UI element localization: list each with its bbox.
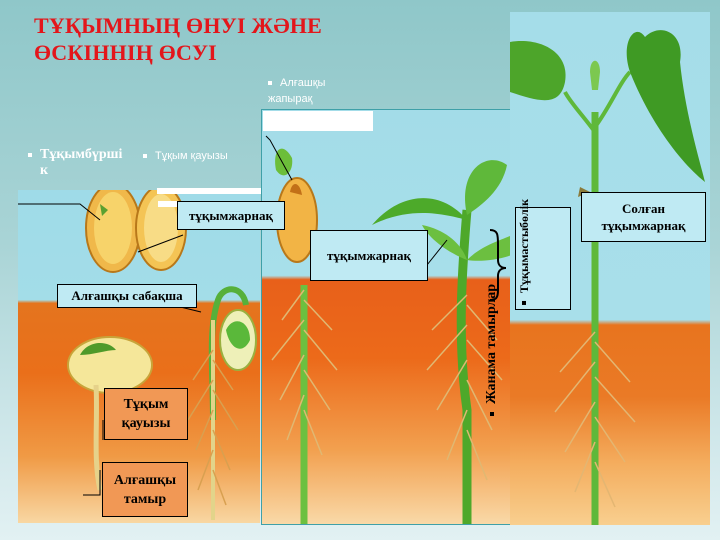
- panel-young-seedlings: [261, 109, 511, 525]
- bullet-dot-icon: [268, 81, 272, 86]
- label-hypocotyl-part: Тұқымаст ы бөлік: [515, 199, 571, 310]
- hypocotyl-part-vertical: Тұқымаст ы бөлік: [516, 195, 532, 309]
- first-leaf-text-line1: Алғашқы: [280, 77, 326, 89]
- bullet-dot-icon: [28, 152, 32, 157]
- primary-root-line1: Алғашқы: [113, 472, 177, 488]
- withered-line2: тұқымжарнақ: [601, 218, 686, 233]
- seed-germination-illustration: [18, 190, 260, 520]
- label-hypocotyl: Алғашқы сабақша: [57, 284, 197, 308]
- bullet-first-leaf: Алғашқы жапырақ: [268, 75, 325, 107]
- hypocotyl-part-line1: Тұқымаст: [517, 237, 531, 293]
- label-primary-root: Алғашқы тамыр: [102, 462, 188, 517]
- panel1-top-bar-right: [157, 188, 261, 194]
- label-cotyledon-1: тұқымжарнақ: [177, 201, 285, 230]
- primary-root-line2: тамыр: [123, 491, 167, 507]
- first-leaf-text-line2: жапырақ: [268, 93, 313, 105]
- cotyledon-2-text: тұқымжарнақ: [326, 247, 412, 263]
- seed-embryo-text-cont: к: [40, 163, 49, 178]
- label-cotyledon-2: тұқымжарнақ: [310, 230, 428, 281]
- label-withered-cotyledon: Солған тұқымжарнақ: [581, 192, 706, 242]
- label-lateral-roots: Жанама тамырлар: [484, 236, 500, 416]
- seed-embryo-text: Тұқымбүрші: [40, 147, 123, 162]
- slide-title-line1: ТҰҚЫМНЫҢ ӨНУІ ЖӘНЕ: [34, 13, 323, 38]
- bullet-dot-icon: [490, 412, 494, 416]
- bullet-seed-coat: Тұқым қауызы: [143, 148, 228, 164]
- withered-line1: Солған: [622, 201, 665, 216]
- seed-coat-text: Тұқым қауызы: [155, 150, 228, 162]
- bullet-dot-icon: [143, 154, 147, 159]
- cotyledon-1-text: тұқымжарнақ: [188, 207, 274, 223]
- bullet-dot-icon: [522, 301, 526, 305]
- seed-coat-line1: Тұқым: [123, 397, 169, 412]
- seed-coat-line2: қауызы: [121, 416, 171, 431]
- slide-title-line2: ӨСКІННІҢ ӨСУІ: [34, 40, 217, 65]
- hypocotyl-part-line2: ы: [517, 228, 531, 238]
- lateral-roots-text: Жанама тамырлар: [484, 283, 499, 404]
- young-seedlings-illustration: [265, 129, 510, 524]
- label-seed-coat: Тұқым қауызы: [104, 388, 188, 440]
- hypocotyl-text: Алғашқы сабақша: [71, 288, 183, 303]
- mature-seedling-illustration: [510, 30, 705, 525]
- bullet-seed-embryo: Тұқымбүрші к: [28, 147, 122, 179]
- hypocotyl-part-line3: бөлік: [517, 199, 531, 229]
- first-leaf-label-blank: [263, 111, 373, 131]
- slide-title: ТҰҚЫМНЫҢ ӨНУІ ЖӘНЕ ӨСКІННІҢ ӨСУІ: [34, 12, 394, 66]
